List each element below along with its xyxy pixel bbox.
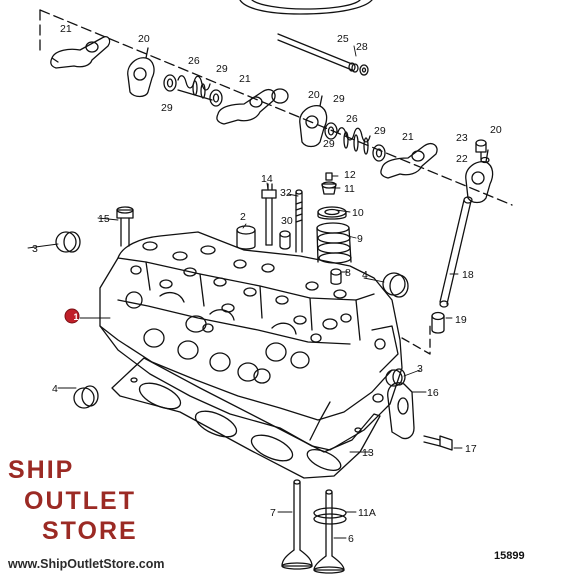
adjuster-screw: [475, 139, 490, 164]
brand-line-store: STORE: [42, 517, 138, 545]
callout-3a: 3: [32, 243, 38, 255]
callout-23: 23: [456, 132, 468, 144]
callout-29c: 29: [323, 138, 335, 150]
callout-11a: 11A: [358, 507, 376, 519]
washer-29a: [163, 74, 177, 92]
callout-25: 25: [337, 33, 349, 45]
plug-4b: [73, 385, 99, 409]
callout-20c: 20: [490, 124, 502, 136]
callout-1: 1: [73, 312, 78, 322]
washer-29c: [324, 122, 338, 140]
plug-4a: [382, 272, 409, 298]
tappet-19: [431, 311, 445, 334]
callout-17: 17: [465, 443, 477, 455]
callout-30: 30: [281, 215, 293, 227]
callout-29-top: 29: [216, 63, 228, 75]
callout-leaders: [27, 45, 463, 539]
spring-seat-10: [317, 206, 347, 220]
callout-21a: 21: [60, 23, 72, 35]
callout-4a: 4: [362, 269, 368, 281]
stud-bolt-14: [261, 183, 277, 246]
head-bolt-15: [116, 206, 134, 247]
brand-line-ship: SHIP: [8, 456, 75, 484]
cylinder-head: [99, 231, 403, 451]
callout-28: 28: [356, 41, 368, 53]
valve-cover-fragment: [239, 0, 373, 15]
callout-7: 7: [270, 507, 276, 519]
callout-26a: 26: [188, 55, 200, 67]
rocker-arm-21b: [216, 88, 289, 125]
rocker-shaft-axis: [39, 9, 513, 206]
spring-retainer-11: [321, 181, 337, 195]
outlet-flange-16: [387, 382, 415, 440]
rocker-shaft: [277, 33, 356, 72]
plug-3a: [55, 231, 81, 253]
callout-32: 32: [280, 187, 292, 199]
callout-marker-1: [64, 308, 80, 324]
figure-number: 15899: [494, 550, 525, 562]
callout-16: 16: [427, 387, 439, 399]
callout-29b: 29: [333, 93, 345, 105]
washer-29d: [372, 144, 386, 162]
callout-labels: 21 20 26 29 29 21 25 28 20 29 26 29 29 2…: [32, 23, 502, 545]
head-gasket-13: [111, 357, 381, 479]
valve-seal-8: [330, 268, 342, 285]
callout-22: 22: [456, 153, 468, 165]
rocker-arm-20c: [465, 149, 494, 204]
seat-ring-11a: [313, 507, 347, 525]
brand-line-outlet: OUTLET: [24, 487, 136, 515]
stud-32: [295, 189, 303, 253]
callout-14: 14: [261, 173, 273, 185]
push-rod-18: [439, 196, 473, 308]
callout-21c: 21: [402, 131, 414, 143]
spring-26a: [177, 75, 213, 101]
plug-3b: [385, 368, 406, 387]
valve-collet-12: [325, 172, 333, 181]
spring-26b: [337, 127, 371, 155]
callout-12: 12: [344, 169, 356, 181]
callout-26b: 26: [346, 113, 358, 125]
callout-3b: 3: [417, 363, 423, 375]
callout-29d: 29: [374, 125, 386, 137]
callout-15: 15: [98, 213, 110, 225]
callout-20b: 20: [308, 89, 320, 101]
callout-13: 13: [362, 447, 374, 459]
valve-7: [281, 479, 313, 570]
rocker-arm-21c: [380, 142, 438, 179]
valve-spring-9: [316, 222, 352, 264]
rocker-arm-20a: [127, 47, 155, 98]
shaft-end-plug: [351, 63, 369, 76]
callout-20a: 20: [138, 33, 150, 45]
callout-11: 11: [344, 183, 355, 195]
washer-29b: [209, 89, 223, 107]
callout-9: 9: [357, 233, 363, 245]
callout-19: 19: [455, 314, 467, 326]
callout-8: 8: [345, 267, 351, 279]
callout-10: 10: [352, 207, 364, 219]
bolt-17: [423, 435, 453, 451]
bushing-2: [236, 225, 256, 250]
callout-21b: 21: [239, 73, 251, 85]
callout-29a: 29: [161, 102, 173, 114]
valve-6: [313, 489, 345, 574]
brand-url: www.ShipOutletStore.com: [8, 557, 165, 571]
callout-4b: 4: [52, 383, 58, 395]
rocker-arm-21a: [50, 36, 111, 69]
callout-2: 2: [240, 211, 246, 223]
callout-6: 6: [348, 533, 354, 545]
callout-18: 18: [462, 269, 474, 281]
seal-30: [279, 230, 291, 250]
rocker-arm-20b: [299, 95, 328, 148]
